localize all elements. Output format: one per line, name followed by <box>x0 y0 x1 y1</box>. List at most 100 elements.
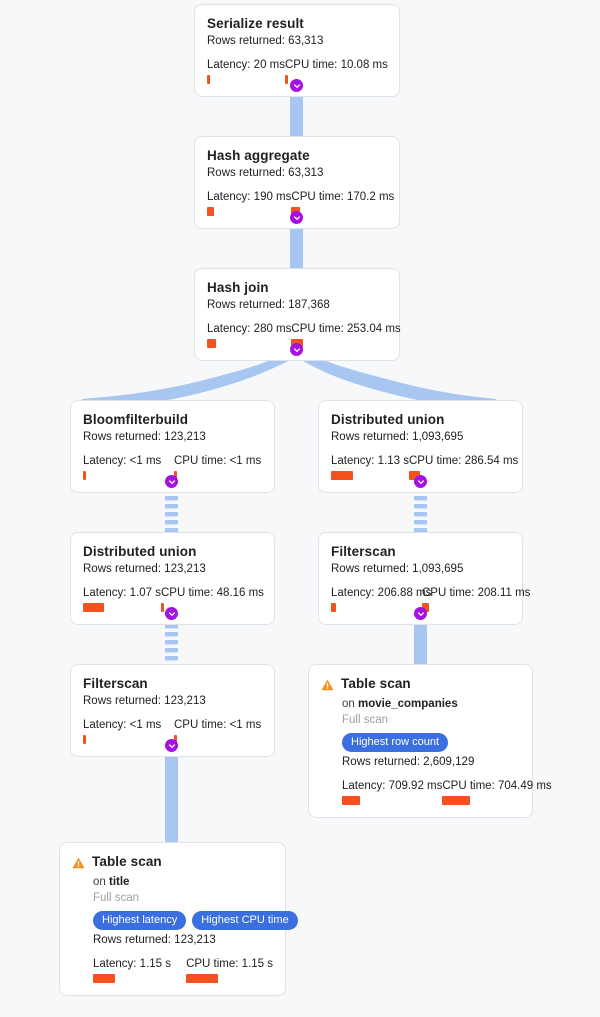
status-badge[interactable]: Highest row count <box>342 733 449 752</box>
latency-metric: Latency: 20 ms <box>207 58 285 84</box>
rows-returned-label: Rows returned: 123,213 <box>83 431 206 443</box>
chevron-down-icon[interactable] <box>414 475 427 488</box>
chevron-down-icon[interactable] <box>290 79 303 92</box>
cpu-time-label: CPU time: 208.11 ms <box>422 587 531 599</box>
latency-metric: Latency: 1.13 s <box>331 454 409 480</box>
latency-bar <box>342 796 360 805</box>
cpu-time-label: CPU time: 48.16 ms <box>161 587 264 599</box>
cpu-time-metric: CPU time: <1 ms <box>174 454 261 480</box>
chevron-down-icon[interactable] <box>290 211 303 224</box>
latency-label: Latency: 1.07 s <box>83 587 161 599</box>
on-prefix-label: on <box>93 876 109 888</box>
plan-node-title: Bloomfilterbuild <box>83 412 189 427</box>
cpu-time-bar <box>284 75 288 84</box>
plan-node-title: Table scan <box>92 854 162 869</box>
status-badge[interactable]: Highest latency <box>93 911 187 930</box>
latency-bar <box>207 207 214 216</box>
status-badge[interactable]: Highest CPU time <box>192 911 298 930</box>
latency-bar <box>83 603 104 612</box>
cpu-time-label: CPU time: <1 ms <box>174 455 262 467</box>
plan-node-title: Hash aggregate <box>207 148 310 163</box>
latency-label: Latency: 709.92 ms <box>342 780 443 792</box>
latency-bar <box>207 75 210 84</box>
warning-triangle-icon <box>321 678 334 696</box>
chevron-down-icon[interactable] <box>165 607 178 620</box>
latency-label: Latency: <1 ms <box>83 719 162 731</box>
cpu-time-metric: CPU time: 704.49 ms <box>442 779 552 805</box>
cpu-time-bar <box>161 603 164 612</box>
plan-node-title: Distributed union <box>331 412 445 427</box>
cpu-time-label: CPU time: 286.54 ms <box>409 455 519 467</box>
chevron-down-icon[interactable] <box>414 607 427 620</box>
plan-node-badges: Highest latency Highest CPU time <box>93 911 298 930</box>
cpu-time-metric: CPU time: 170.2 ms <box>291 190 394 216</box>
rows-returned-label: Rows returned: 123,213 <box>83 695 206 707</box>
latency-label: Latency: 1.15 s <box>93 958 171 970</box>
cpu-time-metric: CPU time: 286.54 ms <box>409 454 518 480</box>
latency-label: Latency: 206.88 ms <box>331 587 432 599</box>
rows-returned-label: Rows returned: 123,213 <box>93 934 216 946</box>
latency-metric: Latency: 1.07 s <box>83 586 161 612</box>
cpu-time-bar <box>442 796 471 805</box>
chevron-down-icon[interactable] <box>165 475 178 488</box>
rows-returned-label: Rows returned: 123,213 <box>83 563 206 575</box>
plan-node-metrics: Latency: 1.15 s CPU time: 1.15 s <box>93 957 273 983</box>
latency-bar <box>207 339 216 348</box>
cpu-time-bar <box>409 471 420 480</box>
latency-bar <box>83 735 86 744</box>
cpu-time-bar <box>422 603 429 612</box>
latency-bar <box>331 471 353 480</box>
chevron-down-icon[interactable] <box>165 739 178 752</box>
rows-returned-label: Rows returned: 187,368 <box>207 299 330 311</box>
cpu-time-metric: CPU time: 208.11 ms <box>422 586 530 612</box>
latency-bar <box>93 974 115 983</box>
rows-returned-label: Rows returned: 2,609,129 <box>342 756 475 768</box>
cpu-time-label: CPU time: 1.15 s <box>186 958 273 970</box>
edge-filterscan-left-to-table-scan-title <box>165 742 178 844</box>
cpu-time-label: CPU time: 704.49 ms <box>442 780 552 792</box>
latency-metric: Latency: <1 ms <box>83 454 174 480</box>
rows-returned-label: Rows returned: 1,093,695 <box>331 431 464 443</box>
latency-label: Latency: 1.13 s <box>331 455 409 467</box>
cpu-time-label: CPU time: 170.2 ms <box>291 191 395 203</box>
on-prefix-label: on <box>342 698 358 710</box>
latency-label: Latency: 190 ms <box>207 191 292 203</box>
latency-metric: Latency: 190 ms <box>207 190 291 216</box>
latency-label: Latency: 280 ms <box>207 323 292 335</box>
chevron-down-icon[interactable] <box>290 343 303 356</box>
latency-metric: Latency: 280 ms <box>207 322 291 348</box>
cpu-time-metric: CPU time: 48.16 ms <box>161 586 264 612</box>
latency-metric: Latency: 206.88 ms <box>331 586 432 612</box>
plan-node-badges: Highest row count <box>342 733 520 752</box>
plan-node-title: Filterscan <box>331 544 396 559</box>
plan-node-title: Serialize result <box>207 16 304 31</box>
plan-node-title: Hash join <box>207 280 269 295</box>
cpu-time-metric: CPU time: 10.08 ms <box>284 58 388 84</box>
latency-label: Latency: 20 ms <box>207 59 285 71</box>
cpu-time-label: CPU time: 10.08 ms <box>284 59 388 71</box>
latency-metric: Latency: <1 ms <box>83 718 174 744</box>
latency-metric: Latency: 709.92 ms <box>342 779 442 805</box>
latency-bar <box>83 471 86 480</box>
table-name: title <box>109 876 130 888</box>
plan-node-title: Distributed union <box>83 544 197 559</box>
